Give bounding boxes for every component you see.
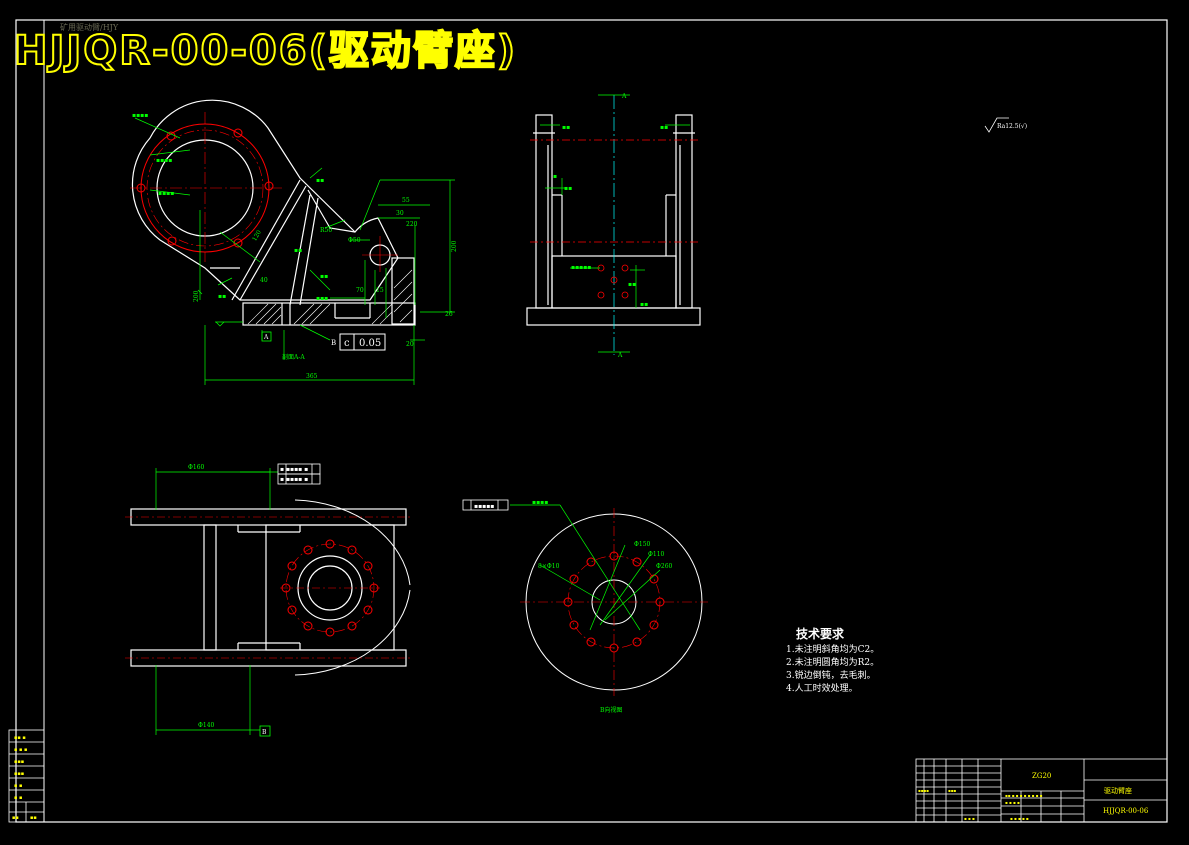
svg-text:▪▪▪: ▪▪▪ [14, 759, 24, 765]
svg-text:▪▪: ▪▪ [564, 185, 572, 192]
bracket-outline [131, 99, 399, 301]
dim-phi50: Φ50 [348, 237, 361, 244]
part-name-label: 驱动臂座 [1104, 786, 1132, 795]
dim-width-bottom: Φ140 [198, 722, 215, 729]
dim-width-top: Φ160 [188, 464, 205, 471]
dim-55: 55 [402, 197, 410, 204]
svg-text:▪▪: ▪▪ [562, 124, 570, 131]
binding-table [8, 729, 45, 823]
datum-b-label: B [331, 339, 336, 347]
surface-finish-note: Ra12.5(√) [984, 117, 1027, 133]
svg-text:▪: ▪ [553, 173, 557, 180]
svg-text:▪ ▪▪▪▪ ▪: ▪ ▪▪▪▪ ▪ [280, 466, 308, 473]
tech-item-2: 2.未注明圆角均为R2。 [786, 656, 879, 668]
svg-text:▪▪▪▪: ▪▪▪▪ [158, 190, 174, 197]
svg-text:▪ ▪ ▪: ▪ ▪ ▪ [14, 747, 27, 753]
base-plate [242, 302, 416, 326]
svg-text:▪▪: ▪▪ [30, 815, 37, 821]
svg-text:▪▪ ▪ ▪ ▪ ▪ ▪ ▪ ▪ ▪: ▪▪ ▪ ▪ ▪ ▪ ▪ ▪ ▪ ▪ [1005, 793, 1043, 798]
dim-120: 120 [251, 229, 263, 243]
dim-phi260: Φ260 [656, 563, 673, 570]
title-block: ZG20 驱动臂座 HJJQR-00-06 ▪▪▪▪▪▪▪ ▪▪ ▪ ▪ ▪ ▪… [915, 758, 1168, 823]
datum-a-label: A [263, 334, 269, 341]
dim-30: 30 [396, 210, 404, 217]
view-a-top: A [621, 93, 627, 100]
svg-text:▪▪: ▪▪ [316, 177, 324, 184]
dim-r50: R50 [320, 227, 332, 234]
dim-40: 40 [260, 277, 268, 284]
tolerance-value: 0.05 [359, 338, 381, 349]
material-label: ZG20 [1032, 772, 1051, 780]
tech-item-4: 4.人工时效处理。 [786, 682, 858, 694]
svg-text:▪▪: ▪▪ [320, 273, 328, 280]
outer-border [15, 19, 1168, 823]
b-view-label: B向视图 [600, 706, 622, 714]
dim-bolt-circle: 8×Φ10 [538, 563, 560, 570]
svg-text:▪▪: ▪▪ [640, 301, 648, 308]
drawing-title: HJJQR-00-06(驱动臂座) [13, 27, 518, 75]
binding-table-text: ▪▪ ▪▪ ▪ ▪▪▪▪ ▪▪▪▪ ▪▪ ▪ ▪▪▪▪ [12, 735, 37, 821]
tolerance-frame [339, 333, 386, 351]
tolerance-symbol: c [344, 338, 350, 349]
dim-70: 70 [356, 287, 364, 294]
svg-text:▪▪: ▪▪ [628, 281, 636, 288]
dim-15: 15 [376, 287, 384, 294]
svg-text:▪ ▪: ▪ ▪ [14, 795, 22, 801]
svg-text:▪▪: ▪▪ [12, 815, 19, 821]
dim-220: 220 [406, 221, 418, 228]
svg-text:▪▪▪▪: ▪▪▪▪ [918, 788, 929, 793]
dim-26: 26 [445, 311, 453, 318]
surface-finish-label: Ra12.5(√) [997, 123, 1027, 130]
view-a-bottom: A [617, 352, 623, 359]
tech-item-3: 3.锐边倒钝，去毛刺。 [786, 669, 876, 681]
drawing-number-label: HJJQR-00-06 [1103, 807, 1149, 815]
dim-height-left: 200 [193, 290, 200, 302]
faded-header: 矿用驱动臂/HJY [60, 22, 119, 32]
dim-overall-length: 365 [306, 373, 318, 380]
tech-heading: 技术要求 [796, 626, 845, 641]
svg-text:▪ ▪ ▪ ▪: ▪ ▪ ▪ ▪ [1005, 800, 1020, 805]
svg-text:▪▪▪: ▪▪▪ [14, 771, 24, 777]
svg-text:▪▪▪▪▪: ▪▪▪▪▪ [474, 503, 494, 510]
svg-text:▪▪▪▪: ▪▪▪▪ [532, 499, 548, 506]
section-view-aa: 365 200 200 55 30 220 R50 Φ50 120 70 15 … [130, 99, 458, 385]
svg-text:▪▪▪▪: ▪▪▪▪ [132, 112, 148, 119]
tech-item-1: 1.未注明斜角均为C2。 [786, 643, 879, 655]
svg-text:▪ ▪ ▪: ▪ ▪ ▪ [964, 816, 975, 821]
svg-text:▪▪▪: ▪▪▪ [316, 295, 328, 302]
svg-text:▪▪▪▪: ▪▪▪▪ [156, 157, 172, 164]
svg-text:▪▪: ▪▪ [218, 293, 226, 300]
svg-text:▪ ▪ ▪ ▪ ▪: ▪ ▪ ▪ ▪ ▪ [1010, 816, 1029, 821]
svg-text:▪▪▪: ▪▪▪ [948, 788, 956, 793]
svg-text:▪▪▪▪▪: ▪▪▪▪▪ [571, 264, 591, 271]
svg-text:▪ ▪: ▪ ▪ [14, 783, 22, 789]
dim-height-right: 200 [451, 240, 458, 252]
dim-20: 20 [406, 341, 414, 348]
section-label: 剖面A-A [282, 353, 305, 361]
svg-text:▪▪ ▪: ▪▪ ▪ [14, 735, 26, 741]
svg-text:▪▪: ▪▪ [660, 124, 668, 131]
dim-phi150: Φ150 [634, 541, 651, 548]
top-view: Φ160 Φ140 B ▪ ▪▪▪▪ ▪ ▪ ▪▪▪▪ ▪ [125, 463, 412, 737]
svg-text:▪▪: ▪▪ [294, 247, 302, 254]
front-view: A A ▪▪▪▪▪▪▪▪ ▪▪▪▪ ▪▪▪▪ [526, 93, 701, 359]
datum-b-small: B [262, 729, 267, 736]
tech-requirements: 技术要求 1.未注明斜角均为C2。 2.未注明圆角均为R2。 3.锐边倒钝，去毛… [786, 626, 879, 694]
svg-text:▪ ▪▪▪▪ ▪: ▪ ▪▪▪▪ ▪ [280, 476, 308, 483]
dim-phi110: Φ110 [648, 551, 665, 558]
b-view: ▪▪▪▪▪ ▪▪▪▪ 8×Φ10 Φ150 Φ110 Φ260 B向视图 [462, 499, 708, 714]
